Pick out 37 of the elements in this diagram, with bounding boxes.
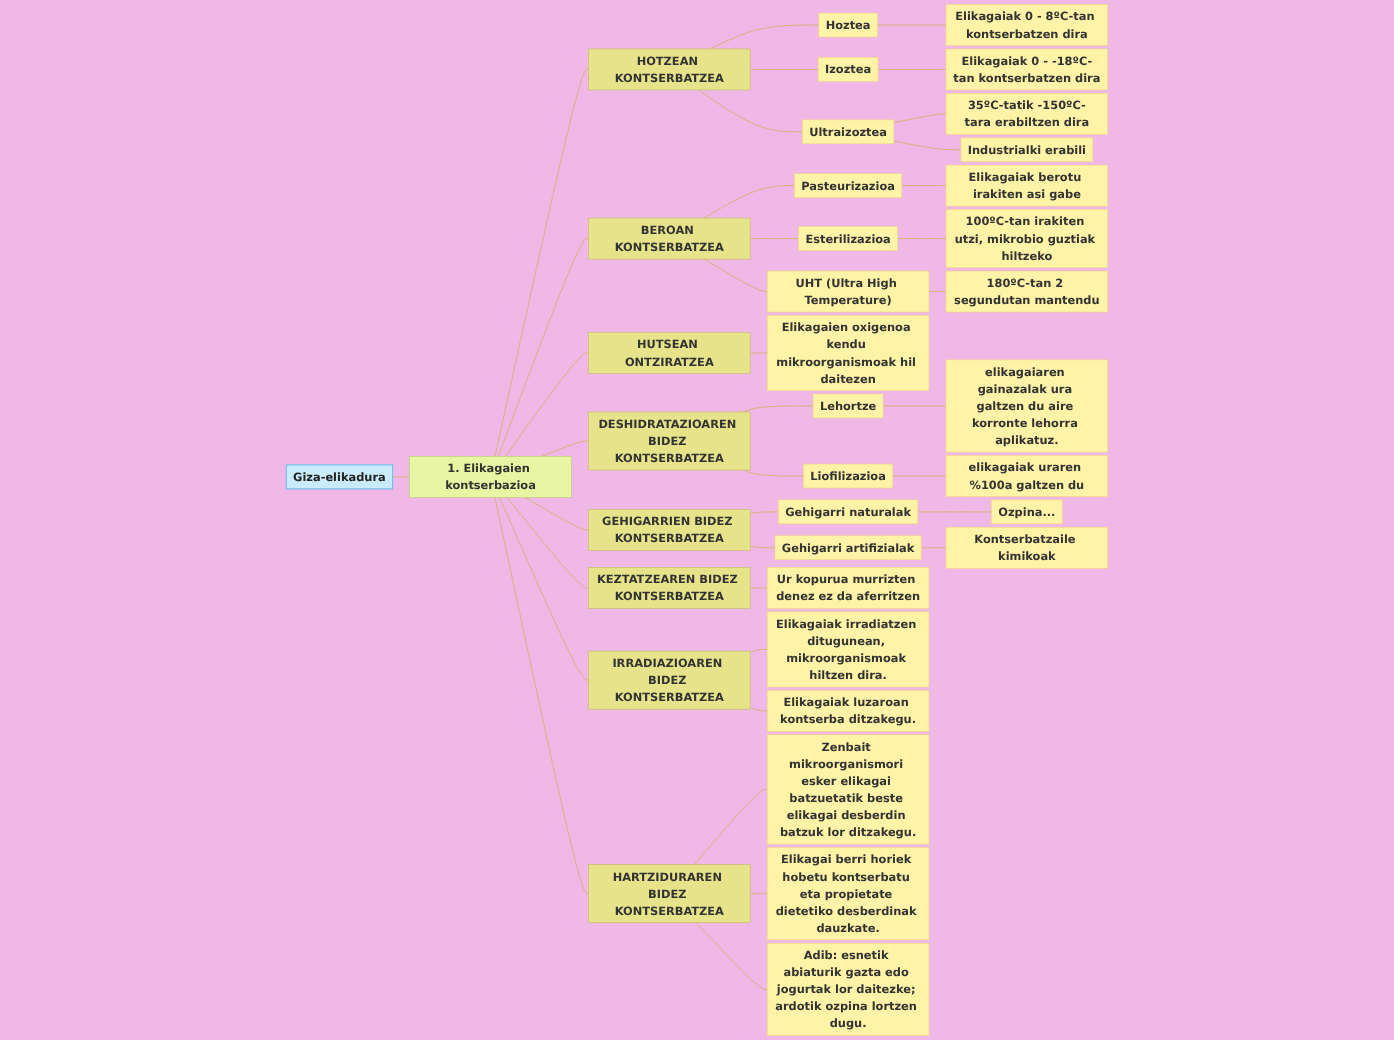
connector [749, 511, 779, 515]
connector [892, 475, 947, 477]
connector [897, 238, 947, 239]
connector [749, 707, 768, 712]
connector [499, 496, 589, 681]
connector [882, 405, 947, 407]
connector [504, 352, 589, 457]
connector [876, 24, 947, 26]
connector [743, 405, 814, 413]
connector [693, 789, 768, 866]
connector [749, 352, 768, 354]
connector [917, 511, 992, 513]
connector [893, 113, 947, 124]
connector [749, 587, 768, 589]
connector [749, 238, 799, 239]
connector [928, 291, 947, 292]
connector [703, 258, 768, 292]
connector [749, 893, 768, 895]
connector [698, 89, 803, 133]
connector [494, 496, 589, 895]
connector [703, 185, 795, 219]
connector [920, 547, 947, 549]
connector [877, 69, 947, 70]
connector [901, 185, 947, 187]
connector [749, 69, 819, 70]
connector [749, 648, 768, 653]
connector [710, 24, 820, 50]
connector [749, 545, 776, 549]
connector [524, 496, 589, 531]
connector [893, 140, 962, 151]
connector [392, 476, 411, 478]
connector [743, 469, 804, 477]
connector [506, 496, 589, 589]
connector [497, 238, 589, 457]
connector [541, 440, 589, 457]
connector [494, 69, 589, 457]
connector [696, 922, 768, 990]
